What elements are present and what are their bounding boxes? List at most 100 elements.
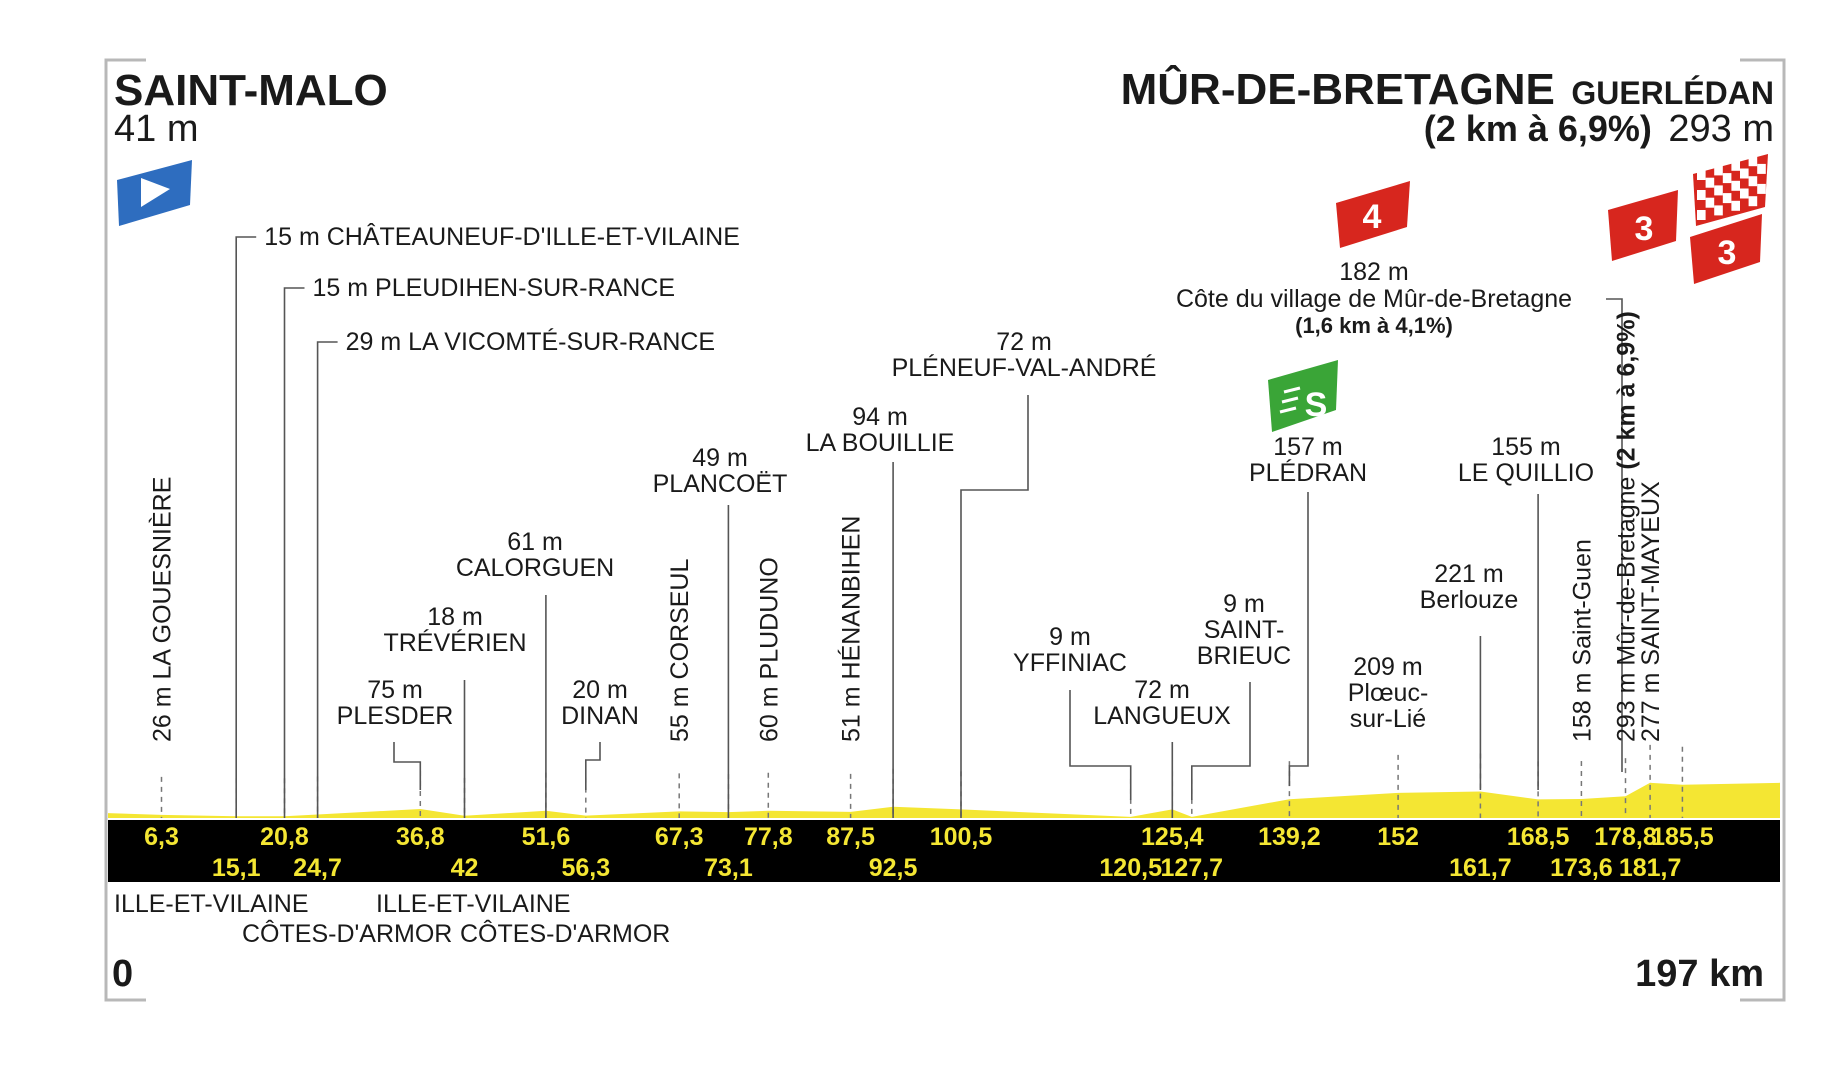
- place-name-pledran: PLÉDRAN: [1249, 458, 1367, 487]
- dept-label-3: ILLE-ET-VILAINE: [376, 890, 571, 918]
- profile-area: [108, 782, 1780, 818]
- chequer-square: [1757, 163, 1766, 174]
- chequer-square: [1740, 188, 1749, 199]
- km-band: [108, 820, 1780, 882]
- cote-village-alt: 182 m: [1339, 258, 1408, 286]
- cote-village-leader: [1606, 298, 1623, 772]
- finish-subtitle: (2 km à 6,9%) 293 m: [1424, 108, 1774, 150]
- cote-village-name: Côte du village de Mûr-de-Bretagne: [1176, 285, 1572, 313]
- place-alt-pledran: 157 m: [1273, 433, 1342, 461]
- place-label-rotated: 26 m LA GOUESNIÈRE: [148, 477, 177, 742]
- place-alt-plancoet: 49 m: [692, 444, 748, 472]
- climb-cat3-a-label: 3: [1635, 210, 1654, 248]
- start-altitude: 41 m: [114, 108, 198, 150]
- climb-cat4-label: 4: [1363, 198, 1382, 236]
- chequer-square: [1740, 168, 1749, 179]
- chequer-square: [1714, 205, 1723, 216]
- place-name2-ploeuc: sur-Lié: [1350, 705, 1426, 733]
- finish-altitude: 293 m: [1668, 108, 1774, 150]
- place-alt-dinan: 20 m: [572, 676, 628, 704]
- climb-badge-cat3-a-icon: 3: [1608, 190, 1678, 261]
- distance-start: 0: [112, 953, 133, 995]
- label-leader: [1288, 492, 1309, 786]
- km-label-bottom: 56,3: [561, 854, 610, 882]
- place-name-ploeuc: Plœuc-: [1348, 679, 1429, 707]
- place-name-plesder: PLESDER: [337, 702, 454, 730]
- place-name-langueux: LANGUEUX: [1093, 702, 1231, 730]
- km-label-top: 51,6: [522, 823, 571, 851]
- chequer-square: [1697, 190, 1706, 200]
- km-label-bottom: 120,5: [1099, 854, 1162, 882]
- km-label-bottom: 24,7: [293, 854, 342, 882]
- label-leader: [393, 742, 422, 790]
- km-label-top: 168,5: [1507, 823, 1570, 851]
- finish-climb: (2 km à 6,9%): [1424, 108, 1652, 149]
- km-label-top: 87,5: [826, 823, 875, 851]
- km-label-top: 139,2: [1258, 823, 1321, 851]
- km-label-bottom: 15,1: [212, 854, 261, 882]
- km-label-top: 178,8: [1594, 823, 1657, 851]
- place-alt-berlouze: 221 m: [1434, 560, 1503, 588]
- chequer-square: [1722, 193, 1732, 204]
- place-name-plancoet: PLANCOËT: [653, 470, 788, 498]
- chequer-square: [1722, 173, 1732, 184]
- cote-village-detail: (1,6 km à 4,1%): [1295, 313, 1453, 338]
- place-name-berlouze: Berlouze: [1420, 586, 1519, 614]
- place-label-rotated: 55 m CORSEUL: [666, 559, 694, 742]
- climb-badge-cat3-b-icon: 3: [1690, 214, 1762, 284]
- finish-title: MÛR-DE-BRETAGNE GUERLÉDAN: [1121, 63, 1774, 114]
- place-label-mur-climb: 293 m Mûr-de-Bretagne (2 km à 6,9%): [1613, 311, 1641, 742]
- place-label-pleudihen: 15 m PLEUDIHEN-SUR-RANCE: [313, 274, 676, 302]
- place-name-pleneuf: PLÉNEUF-VAL-ANDRÉ: [892, 353, 1157, 382]
- km-label-top: 6,3: [144, 823, 179, 851]
- km-label-top: 100,5: [930, 823, 993, 851]
- place-alt-ploeuc: 209 m: [1353, 653, 1422, 681]
- chequer-square: [1714, 165, 1723, 176]
- frame-left: [104, 58, 146, 1002]
- km-label-top: 152: [1377, 823, 1419, 851]
- frame-right: [1740, 58, 1786, 1002]
- climb-cat3-b-label: 3: [1718, 234, 1737, 272]
- chequer-square: [1748, 176, 1758, 187]
- place-label-chateauneuf: 15 m CHÂTEAUNEUF-D'ILLE-ET-VILAINE: [264, 222, 740, 251]
- place-alt-langueux: 72 m: [1134, 676, 1190, 704]
- sprint-badge-icon: S: [1268, 360, 1338, 432]
- chequer-square: [1757, 183, 1766, 194]
- chequer-square: [1731, 180, 1740, 191]
- label-leader: [960, 395, 1029, 818]
- climb-badge-cat4-icon: 4: [1336, 181, 1410, 248]
- km-label-bottom: 181,7: [1619, 854, 1682, 882]
- label-leader: [316, 341, 338, 818]
- place-alt-bouillie: 94 m: [852, 403, 908, 431]
- place-alt-yffiniac: 9 m: [1049, 623, 1091, 651]
- km-label-bottom: 42: [451, 854, 479, 882]
- chequer-square: [1731, 200, 1740, 211]
- label-leader: [1191, 682, 1251, 800]
- km-label-bottom: 161,7: [1449, 854, 1512, 882]
- place-label-rotated: 60 m PLUDUNO: [755, 557, 783, 742]
- place-name-treverien: TRÉVÉRIEN: [383, 628, 526, 657]
- label-leader: [235, 236, 257, 818]
- finish-chequered-flag-icon: [1693, 154, 1768, 226]
- place-label-rotated: 51 m HÉNANBIHEN: [837, 516, 866, 742]
- dept-label-1: ILLE-ET-VILAINE: [114, 890, 309, 918]
- place-name-quillio: LE QUILLIO: [1458, 459, 1594, 487]
- place-label-vicomte: 29 m LA VICOMTÉ-SUR-RANCE: [346, 327, 716, 356]
- place-name-bouillie: LA BOUILLIE: [806, 429, 955, 457]
- chequer-square: [1714, 185, 1723, 196]
- place-name2-saintbrieuc: BRIEUC: [1197, 642, 1291, 670]
- km-label-bottom: 173,6: [1550, 854, 1613, 882]
- chequer-square: [1748, 196, 1758, 207]
- km-label-top: 67,3: [655, 823, 704, 851]
- place-name-yffiniac: YFFINIAC: [1013, 649, 1127, 677]
- km-label-top: 20,8: [260, 823, 309, 851]
- place-alt-saintbrieuc: 9 m: [1223, 590, 1265, 618]
- km-label-top: 125,4: [1141, 823, 1204, 851]
- label-leader: [1069, 690, 1132, 800]
- place-alt-pleneuf: 72 m: [996, 328, 1052, 356]
- place-alt-calorguen: 61 m: [507, 528, 563, 556]
- km-label-bottom: 127,7: [1161, 854, 1224, 882]
